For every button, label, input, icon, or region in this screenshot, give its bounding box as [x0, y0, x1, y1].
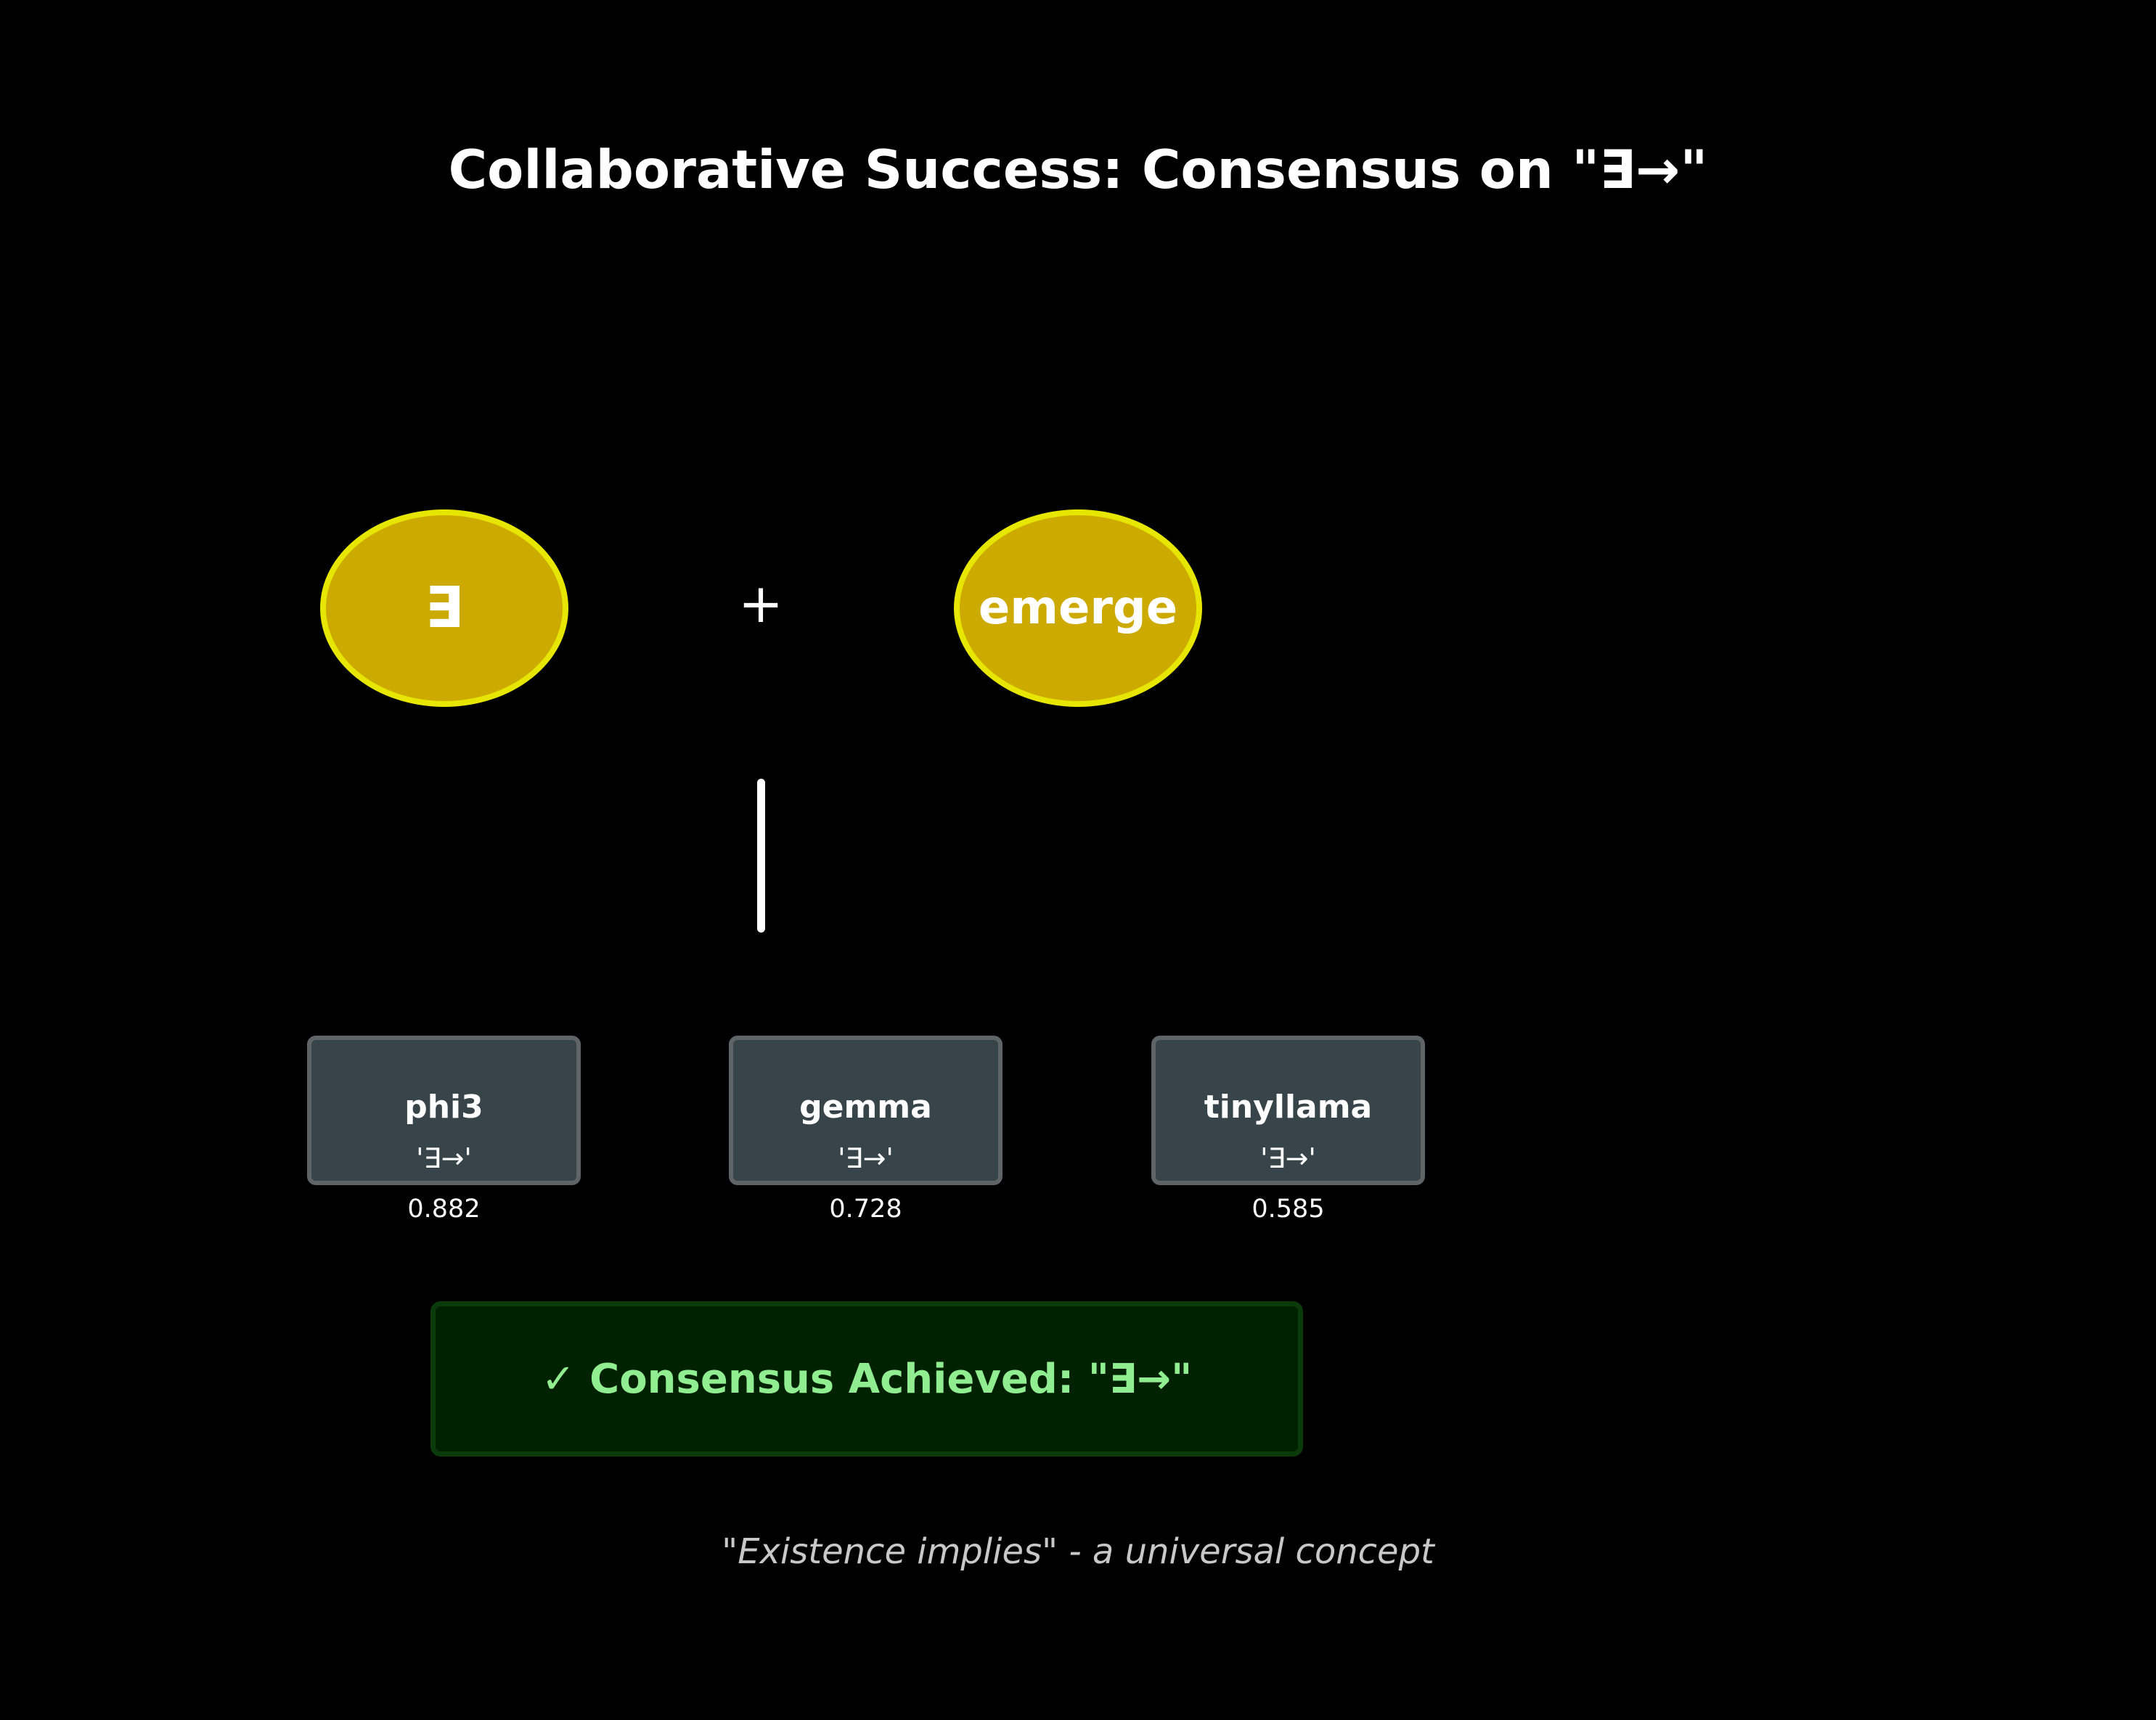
model-score-tinyllama: 0.585 — [1251, 1195, 1325, 1224]
connector-line — [757, 779, 765, 933]
caption: "Existence implies" - a universal concep… — [722, 1531, 1434, 1572]
concept-node-exists: ∃ — [320, 509, 568, 707]
model-answer: '∃→' — [416, 1142, 472, 1174]
model-score-gemma: 0.728 — [829, 1195, 902, 1224]
consensus-text: ✓ Consensus Achieved: "∃→" — [541, 1355, 1193, 1403]
diagram-title: Collaborative Success: Consensus on "∃→" — [448, 139, 1708, 201]
model-name: gemma — [799, 1089, 932, 1126]
model-name: tinyllama — [1204, 1089, 1373, 1126]
consensus-banner: ✓ Consensus Achieved: "∃→" — [430, 1301, 1303, 1457]
model-card-tinyllama: tinyllama '∃→' — [1151, 1036, 1425, 1185]
plus-operator: + — [738, 573, 783, 635]
model-card-phi3: phi3 '∃→' — [307, 1036, 581, 1185]
model-score-phi3: 0.882 — [407, 1195, 481, 1224]
model-answer: '∃→' — [838, 1142, 894, 1174]
model-answer: '∃→' — [1260, 1142, 1316, 1174]
model-name: phi3 — [404, 1089, 483, 1126]
model-card-gemma: gemma '∃→' — [729, 1036, 1003, 1185]
concept-node-emerge: emerge — [954, 509, 1202, 707]
